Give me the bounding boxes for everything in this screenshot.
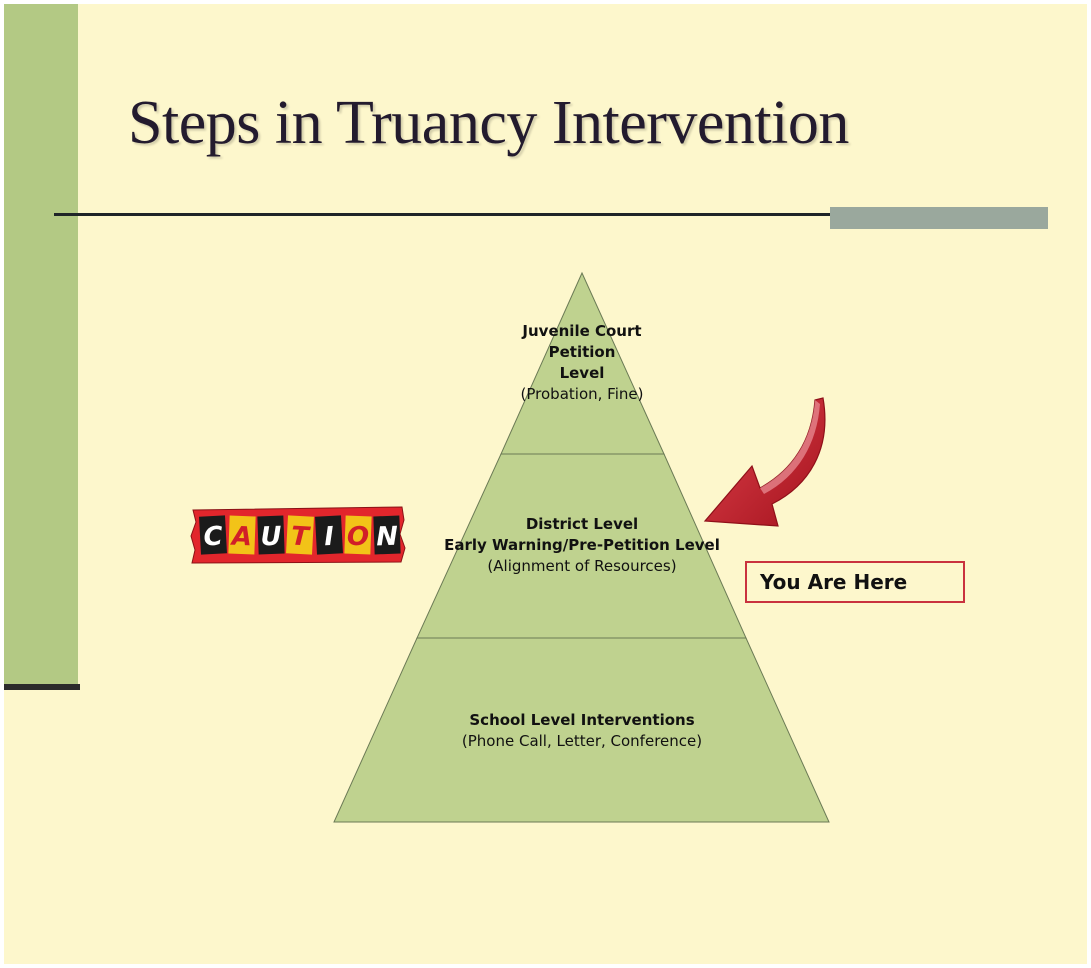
curved-arrow-icon — [703, 397, 826, 527]
slide-title: Steps in Truancy Intervention — [128, 89, 849, 157]
caution-letter-tile: C — [199, 515, 227, 555]
pyramid-tier-bottom — [333, 637, 830, 823]
left-accent-bar — [4, 4, 78, 684]
caution-letter-tile: U — [257, 515, 285, 555]
caution-letter: A — [229, 522, 252, 553]
caution-letter: O — [346, 522, 369, 553]
caution-letter-tile: I — [315, 515, 343, 555]
tier-top-detail: (Probation, Fine) — [520, 385, 644, 403]
caution-letter-tile: N — [373, 515, 401, 555]
caution-letter-tile: O — [344, 515, 372, 555]
tier-top-line3: Level — [559, 364, 605, 382]
tier-top-line2: Petition — [548, 343, 616, 361]
tier-bottom-line1: School Level Interventions — [469, 711, 695, 729]
title-rule — [54, 213, 834, 216]
tier-middle-label: District Level Early Warning/Pre-Petitio… — [402, 514, 762, 577]
caution-letter: C — [203, 522, 224, 553]
tier-bottom-detail: (Phone Call, Letter, Conference) — [461, 732, 703, 750]
caution-letter: U — [260, 522, 282, 553]
tier-top-label: Juvenile Court Petition Level (Probation… — [482, 321, 682, 405]
tier-bottom-label: School Level Interventions (Phone Call, … — [432, 710, 732, 752]
caution-letter-tile: A — [228, 515, 256, 555]
tier-middle-detail: (Alignment of Resources) — [487, 557, 677, 575]
caution-letter: T — [290, 522, 312, 553]
you-are-here-callout: You Are Here — [745, 561, 965, 603]
caution-letter: I — [323, 522, 335, 552]
title-rule-block — [830, 207, 1048, 229]
left-accent-tick — [4, 684, 80, 690]
caution-letter-tile: T — [286, 515, 314, 555]
tier-middle-line2: Early Warning/Pre-Petition Level — [444, 536, 720, 554]
tier-top-line1: Juvenile Court — [522, 322, 642, 340]
caution-letter: N — [376, 522, 399, 553]
tier-middle-line1: District Level — [525, 515, 639, 533]
